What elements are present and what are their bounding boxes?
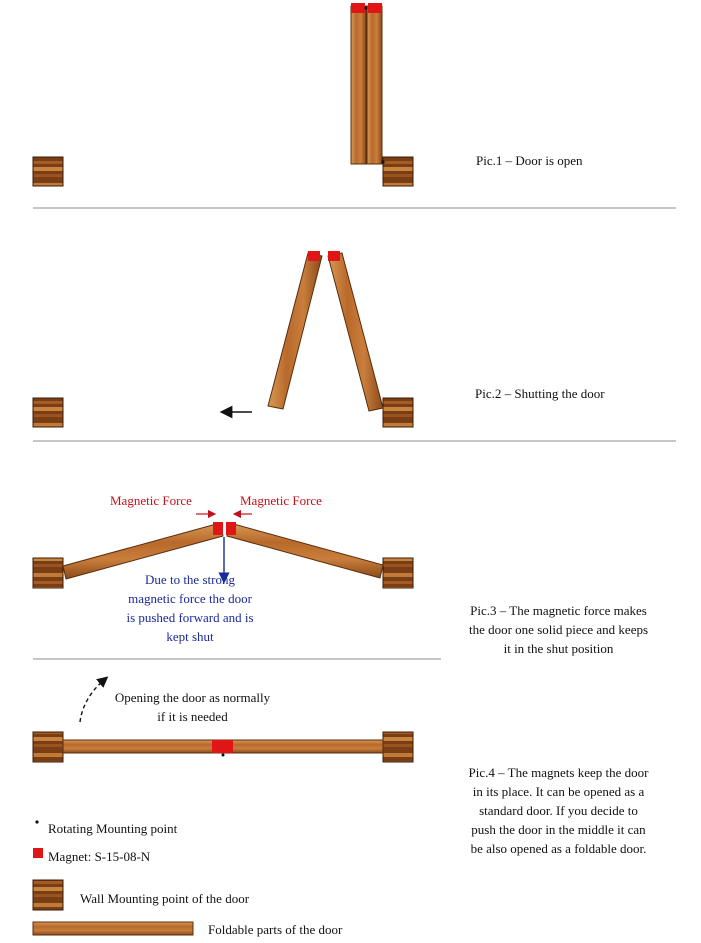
panel-pic1 [32,3,414,187]
push-forward-note: Due to the strong magnetic force the doo… [126,572,254,644]
wall-block-left [32,397,64,428]
legend-rotating-point-label: Rotating Mounting point [48,821,178,836]
panel-pic4 [32,676,414,763]
magnetic-force-label-right: Magnetic Force [240,493,322,508]
door-plank-right [366,5,383,165]
rotating-point-icon [35,820,39,824]
panel-pic2 [32,251,414,428]
legend-wall-block-label: Wall Mounting point of the door [80,891,250,906]
door-plank-left [62,739,224,754]
door-plank-left [350,5,367,165]
wall-block-left [32,731,64,763]
wall-block-left [32,156,64,187]
magnet-left [351,3,365,13]
magnet-right [368,3,382,13]
rotating-point-center [221,753,225,757]
wall-block-icon [32,879,64,911]
magnet-left [213,522,223,535]
rotating-point-top [364,6,368,10]
caption-pic4: Pic.4 – The magnets keep the door in its… [468,765,649,856]
magnetic-force-label-left: Magnetic Force [110,493,192,508]
door-plank-left [267,252,323,410]
opening-arc-arrow [79,676,109,723]
magnet-icon [33,848,43,858]
wall-block-left [32,557,64,589]
door-plank-right [222,739,384,754]
caption-pic3: Pic.3 – The magnetic force makes the doo… [468,603,649,656]
legend [32,820,194,936]
door-plank-icon [32,921,194,936]
door-plank-left [62,522,224,580]
wall-block-right [382,731,414,763]
door-plank-right [327,252,384,412]
magnet-right [226,522,236,535]
legend-door-plank-label: Foldable parts of the door [208,922,343,937]
wall-block-right [382,156,414,187]
panel-pic3 [32,509,414,589]
wall-block-right [382,397,414,428]
caption-pic2: Pic.2 – Shutting the door [475,386,605,401]
caption-pic1: Pic.1 – Door is open [476,153,583,168]
rotating-point-bottom [381,160,385,164]
wall-block-right [382,557,414,589]
legend-magnet-label: Magnet: S-15-08-N [48,849,151,864]
opening-note: Opening the door as normally if it is ne… [114,690,271,724]
magnet-right [328,251,340,261]
magnet-center [212,740,233,753]
magnet-left [308,251,320,261]
